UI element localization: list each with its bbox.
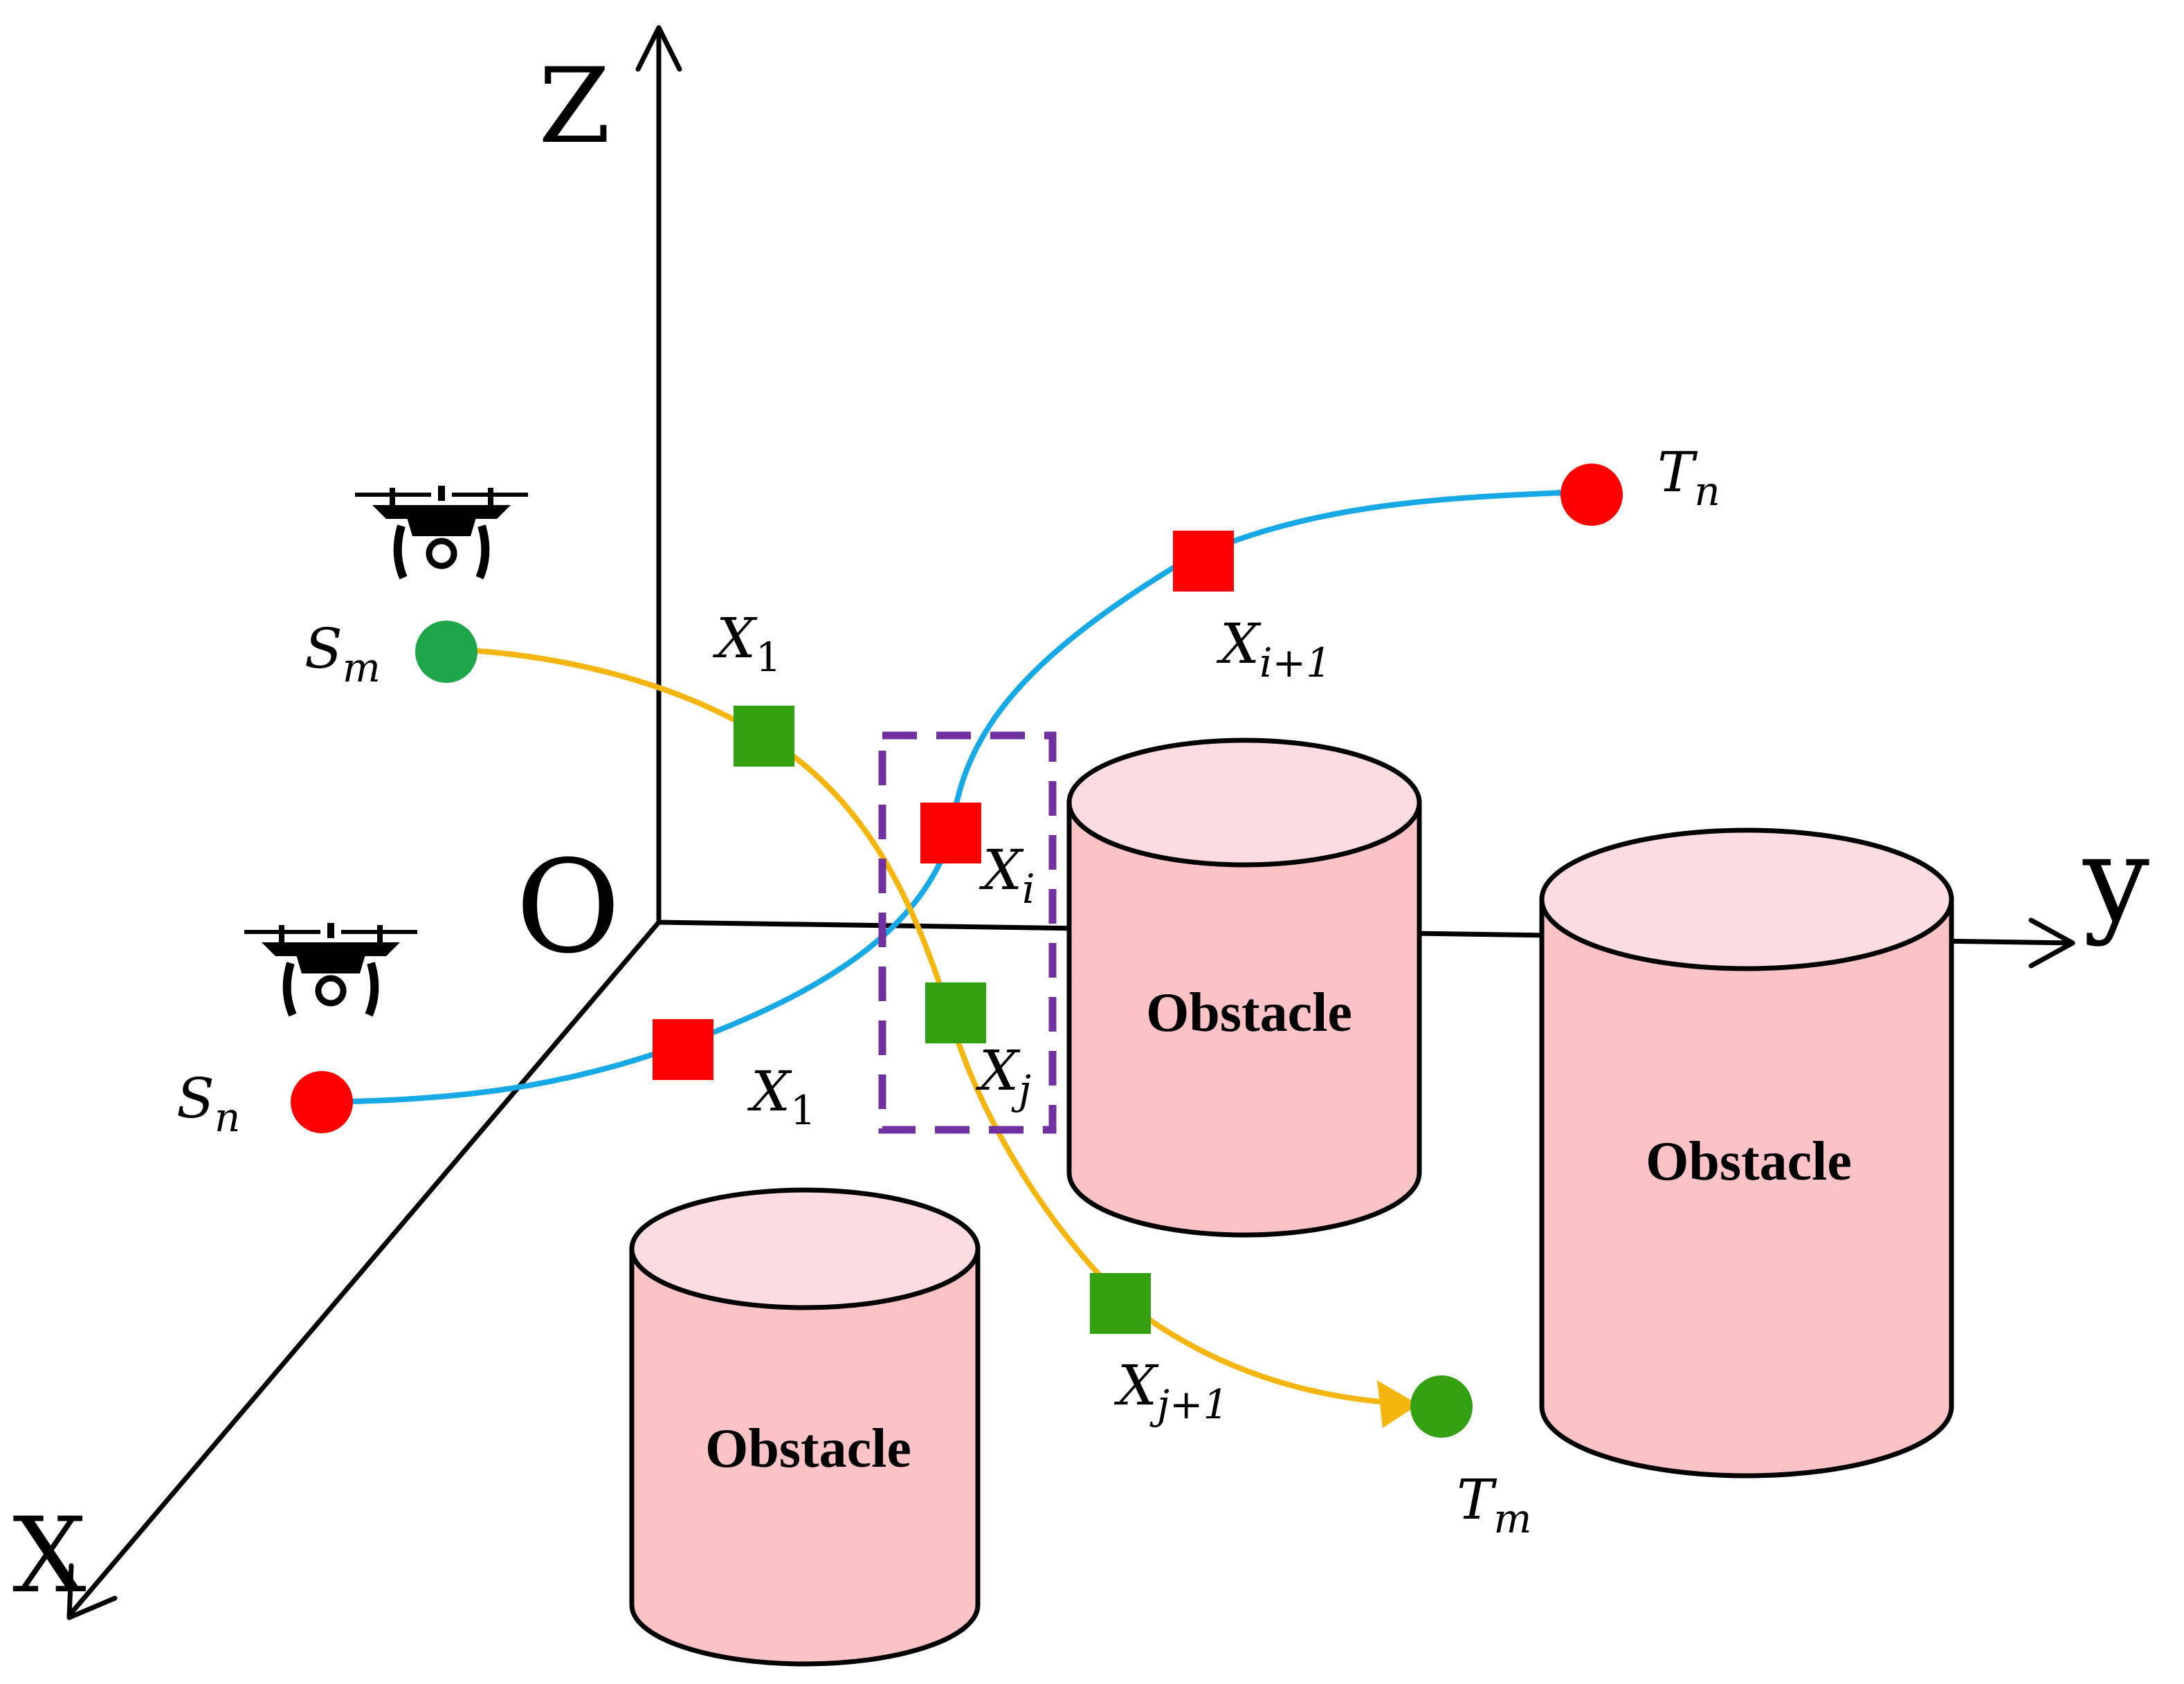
waypoint-xi1-red — [1173, 531, 1234, 592]
start-point-s-m — [415, 621, 477, 683]
label-xj: Xj — [975, 1038, 1031, 1113]
drone-icon — [244, 923, 417, 1017]
target-point-t-m — [1410, 1375, 1473, 1438]
label-x1-green: X1 — [712, 606, 781, 681]
obstacle-label: Obstacle — [1146, 982, 1352, 1043]
yellow-path-arrowhead — [1377, 1380, 1419, 1428]
label-t-m: Tm — [1457, 1467, 1531, 1542]
waypoint-x1-green — [734, 706, 794, 767]
target-point-t-n — [1560, 464, 1623, 526]
label-x1-red: X1 — [747, 1059, 816, 1134]
label-xi: Xi — [979, 838, 1035, 913]
x-axis — [66, 919, 662, 1618]
x-axis-arrowhead — [66, 1563, 118, 1620]
obstacle-cylinder-right — [1539, 827, 1954, 1479]
z-axis-arrowhead — [635, 25, 682, 72]
label-xj1: Xj+1 — [1113, 1353, 1228, 1428]
z-axis-label: Z — [538, 46, 610, 167]
y-axis-label: y — [2082, 812, 2149, 949]
x-axis-label: X — [12, 1496, 87, 1616]
waypoint-xj-green — [925, 982, 986, 1043]
drone-icon — [355, 486, 528, 580]
y-axis-arrowhead — [2028, 917, 2075, 969]
label-xi1: Xi+1 — [1216, 612, 1331, 686]
obstacle-cylinder-front — [629, 1187, 981, 1667]
label-s-m: Sm — [304, 616, 381, 691]
obstacle-label: Obstacle — [705, 1418, 911, 1479]
label-s-n: Sn — [176, 1066, 240, 1141]
start-point-s-n — [291, 1071, 353, 1133]
waypoint-xi-red — [920, 803, 981, 863]
obstacle-cylinder-middle — [1066, 738, 1422, 1238]
waypoint-x1-red — [653, 1019, 713, 1080]
waypoint-xj1-green — [1090, 1273, 1151, 1334]
obstacle-label: Obstacle — [1646, 1131, 1852, 1192]
label-t-n: Tn — [1657, 440, 1720, 515]
origin-label: O — [516, 832, 621, 982]
conflict-region-box — [878, 731, 1057, 1134]
